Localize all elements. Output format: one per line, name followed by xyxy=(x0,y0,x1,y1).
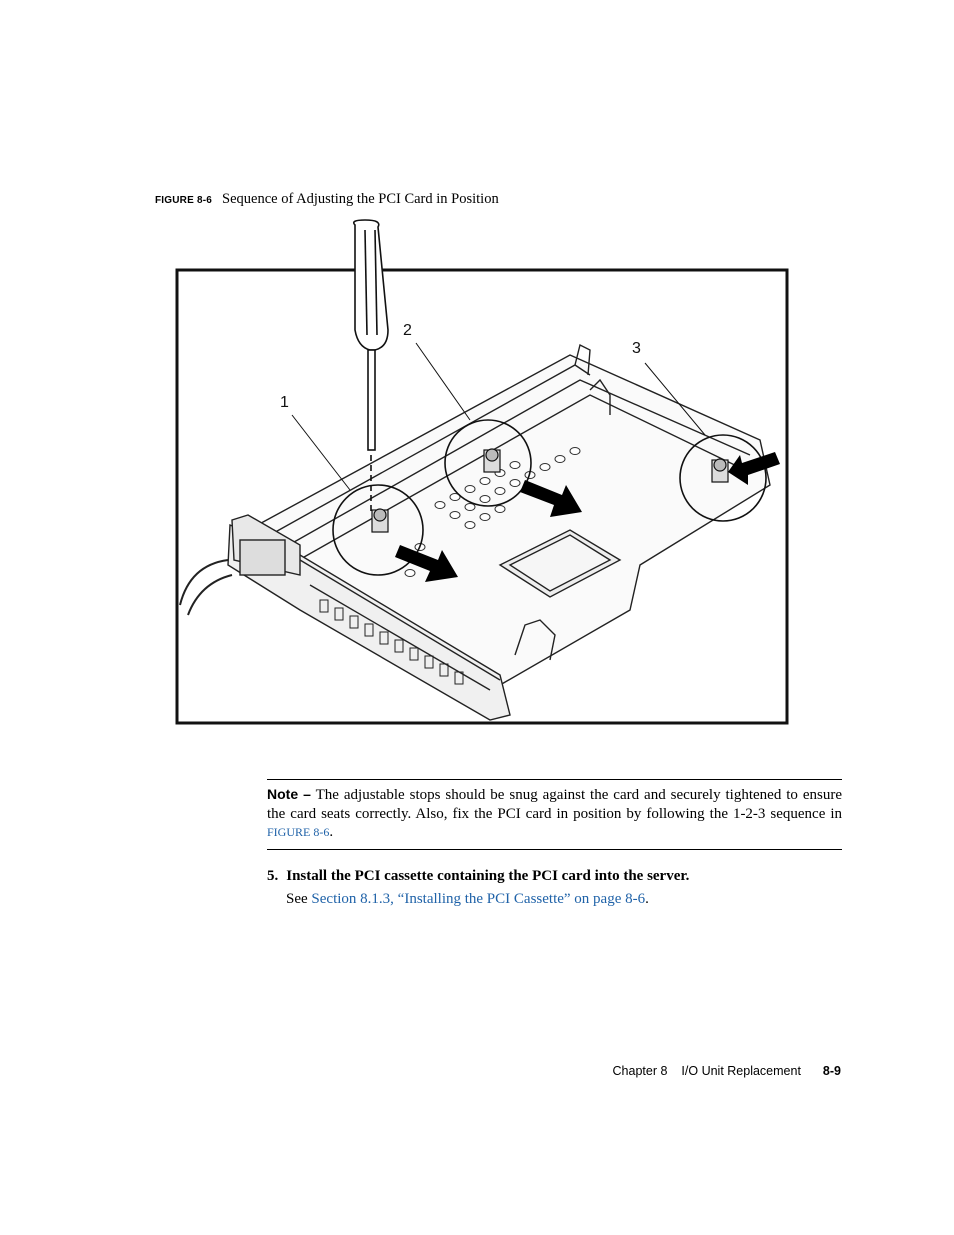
pci-tray xyxy=(179,343,771,721)
footer-chapter: Chapter 8 xyxy=(612,1064,668,1078)
see-suffix: . xyxy=(645,891,649,907)
screwdriver xyxy=(352,219,389,515)
step-5: 5. Install the PCI cassette containing t… xyxy=(267,867,847,885)
figure-frame xyxy=(175,268,789,725)
callout-1: 1 xyxy=(280,394,289,411)
note-box: Note – The adjustable stops should be sn… xyxy=(267,779,842,850)
direction-arrows xyxy=(395,452,780,582)
page-number: 8-9 xyxy=(822,1064,841,1078)
footer-section: I/O Unit Replacement xyxy=(681,1064,801,1078)
section-link[interactable]: Section 8.1.3, “Installing the PCI Casse… xyxy=(311,891,646,907)
callout-2: 2 xyxy=(403,322,412,339)
leader-lines xyxy=(291,342,706,491)
figure-link[interactable]: FIGURE 8-6 xyxy=(267,825,330,839)
note-text: The adjustable stops should be snug agai… xyxy=(267,787,842,822)
callout-3: 3 xyxy=(632,340,641,357)
figure-label: FIGURE 8-6 xyxy=(155,195,213,206)
figure-caption: FIGURE 8-6 Sequence of Adjusting the PCI … xyxy=(155,190,499,208)
see-prefix: See xyxy=(286,891,312,907)
step-text: Install the PCI cassette containing the … xyxy=(286,868,690,884)
note-text-end: . xyxy=(329,824,334,840)
adjustable-stops xyxy=(371,448,729,533)
figure-title: Sequence of Adjusting the PCI Card in Po… xyxy=(222,191,499,207)
page-footer: Chapter 8 I/O Unit Replacement 8-9 xyxy=(613,1064,841,1078)
note-heading: Note – xyxy=(267,786,311,802)
see-reference: See Section 8.1.3, “Installing the PCI C… xyxy=(286,891,649,908)
step-number: 5. xyxy=(267,868,279,884)
vent-holes xyxy=(399,447,581,577)
pci-cassette-illustration: 1 2 3 xyxy=(175,219,789,725)
callout-circles xyxy=(332,419,767,576)
